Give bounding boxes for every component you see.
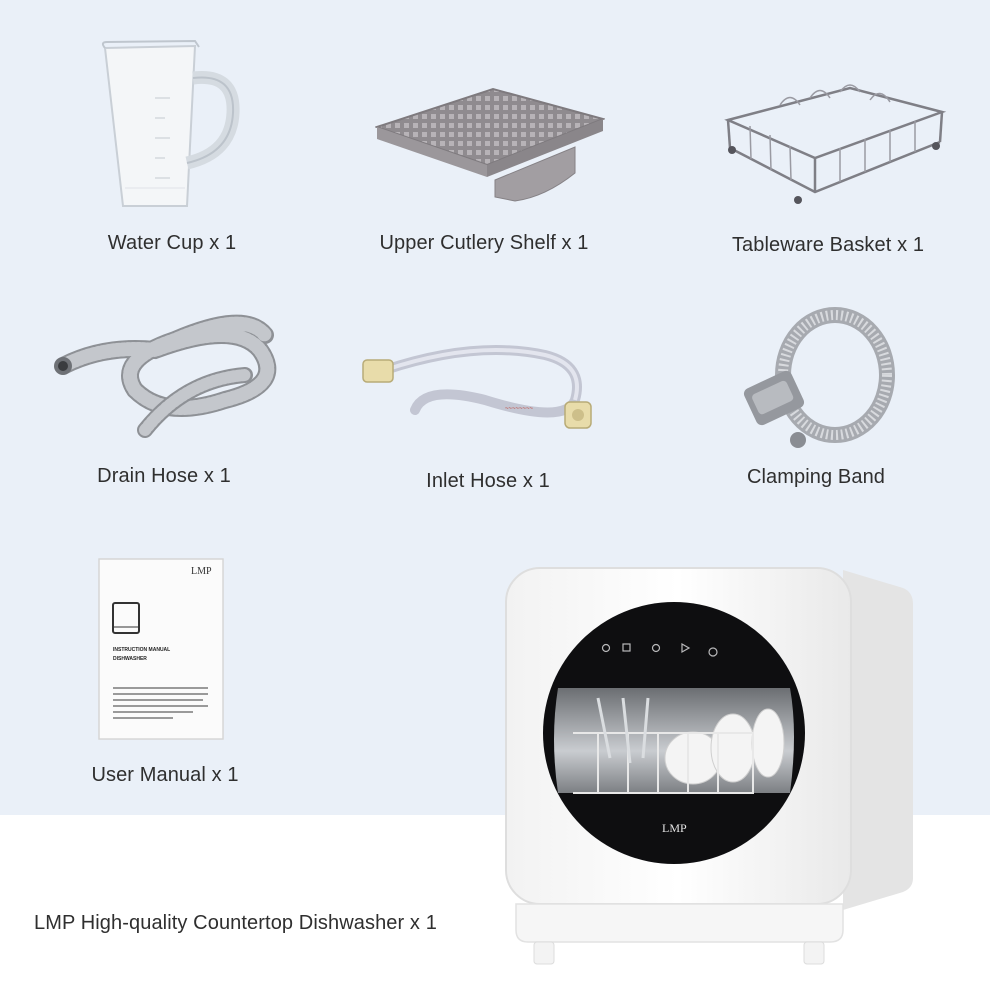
inlet-hose-label: Inlet Hose x 1: [426, 470, 550, 492]
clamping-band-label: Clamping Band: [746, 466, 886, 488]
upper-cutlery-shelf-label: Upper Cutlery Shelf x 1: [379, 232, 589, 254]
dishwasher-image: LMP: [498, 558, 938, 988]
user-manual-label: User Manual x 1: [91, 764, 239, 786]
manual-brand: LMP: [191, 566, 212, 577]
drain-hose-image: [45, 290, 285, 440]
dishwasher-caption: LMP High-quality Countertop Dishwasher x…: [34, 912, 437, 934]
svg-text:~~~~~~~~: ~~~~~~~~: [505, 406, 534, 412]
water-cup-label: Water Cup x 1: [107, 232, 237, 254]
user-manual-image: LMP INSTRUCTION MANUAL DISHWASHER: [97, 557, 227, 742]
manual-title-line2: DISHWASHER: [113, 656, 147, 662]
tableware-basket-label: Tableware Basket x 1: [731, 234, 925, 256]
upper-cutlery-shelf-image: [375, 85, 605, 205]
clamping-band-image: [740, 300, 900, 455]
dishwasher-brand-logo: LMP: [662, 821, 687, 835]
water-cup-image: [95, 38, 245, 213]
drain-hose-label: Drain Hose x 1: [97, 465, 231, 487]
tableware-basket-image: [720, 80, 950, 215]
inlet-hose-image: ~~~~~~~~: [355, 330, 605, 440]
manual-title-line1: INSTRUCTION MANUAL: [113, 647, 171, 653]
